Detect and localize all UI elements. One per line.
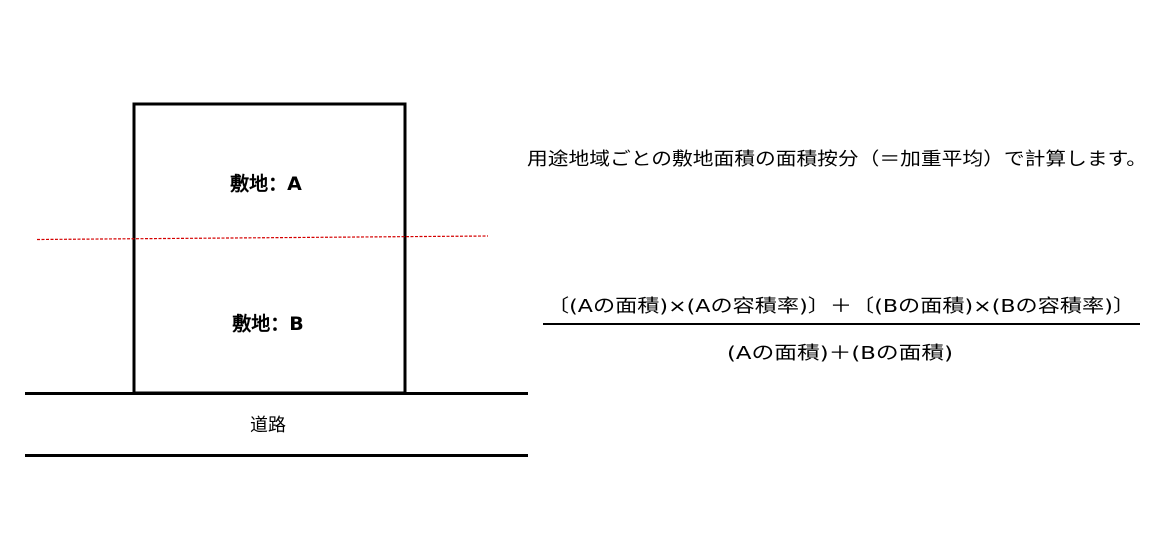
formula-numerator: 〔(Aの面積)×(Aの容積率)〕＋〔(Bの面積)×(Bの容積率)〕: [547, 296, 1135, 317]
lot-a-label: 敷地：A: [230, 172, 302, 195]
zoning-boundary-line: [36, 235, 489, 241]
lot-b-label: 敷地：B: [232, 312, 303, 335]
road-label: 道路: [250, 415, 286, 436]
lot-outline: [132, 102, 407, 395]
formula-denominator: (Aの面積)＋(Bの面積): [727, 343, 953, 364]
description-text: 用途地域ごとの敷地面積の面積按分（＝加重平均）で計算します。: [527, 149, 1147, 170]
